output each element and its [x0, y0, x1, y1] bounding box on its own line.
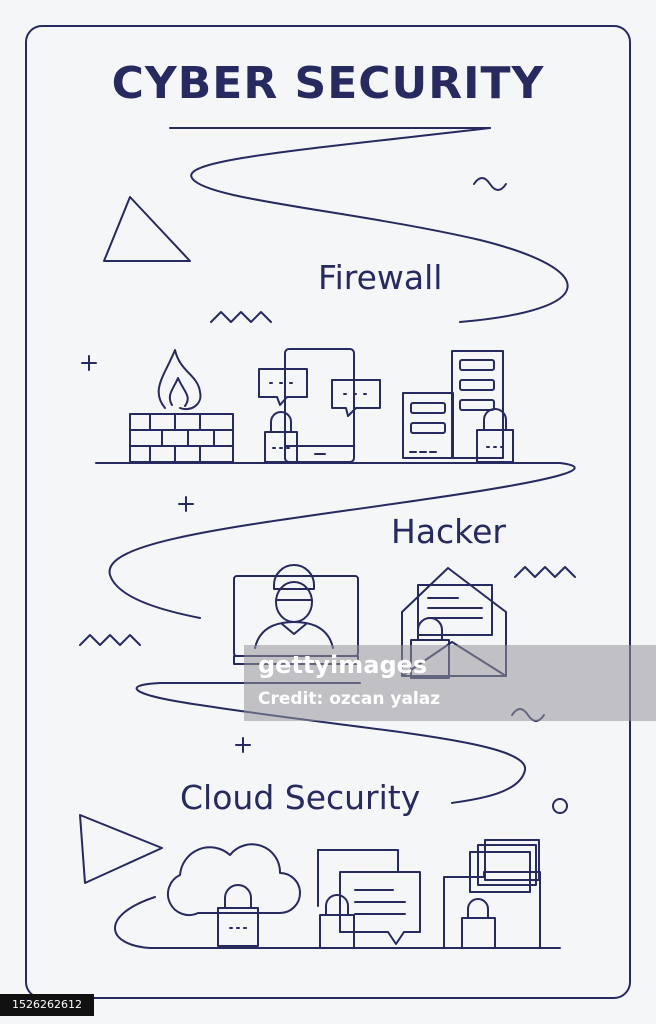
zigzag-shape	[210, 311, 272, 323]
folder-icon	[443, 839, 541, 949]
plus-shape	[178, 496, 194, 512]
cloud-icon	[167, 843, 301, 916]
padlock-icon	[476, 408, 514, 463]
padlock-icon	[461, 898, 496, 949]
watermark-brand: gettyimages	[258, 651, 428, 679]
padlock-icon	[319, 894, 355, 949]
winding-path-4	[114, 896, 561, 949]
smartphone-chat-icon	[258, 348, 381, 463]
section-label-cloud-security: Cloud Security	[180, 778, 421, 817]
winding-path-2	[95, 462, 576, 619]
poster-frame	[25, 25, 631, 999]
circle-shape	[552, 798, 568, 814]
zigzag-shape	[79, 634, 141, 646]
section-label-firewall: Firewall	[318, 258, 443, 297]
server-icon	[402, 350, 504, 459]
stock-id-badge: 1526262612	[0, 994, 94, 1016]
section-label-hacker: Hacker	[391, 512, 506, 551]
wave-shape	[473, 177, 507, 191]
triangle-shape	[103, 196, 191, 262]
fire-wall-icon	[129, 349, 234, 463]
chat-document-icon	[317, 849, 421, 945]
watermark-credit: Credit: ozcan yalaz	[258, 689, 441, 709]
plus-shape	[81, 355, 97, 371]
poster-title: CYBER SECURITY	[111, 58, 545, 109]
plus-shape	[235, 737, 251, 753]
play-triangle-shape	[79, 814, 163, 884]
padlock-icon	[264, 411, 298, 463]
padlock-icon	[217, 884, 259, 947]
watermark-overlay: gettyimages Credit: ozcan yalaz	[244, 645, 656, 721]
winding-path	[190, 127, 569, 323]
winding-path-3	[135, 682, 527, 804]
zigzag-shape	[514, 566, 576, 578]
